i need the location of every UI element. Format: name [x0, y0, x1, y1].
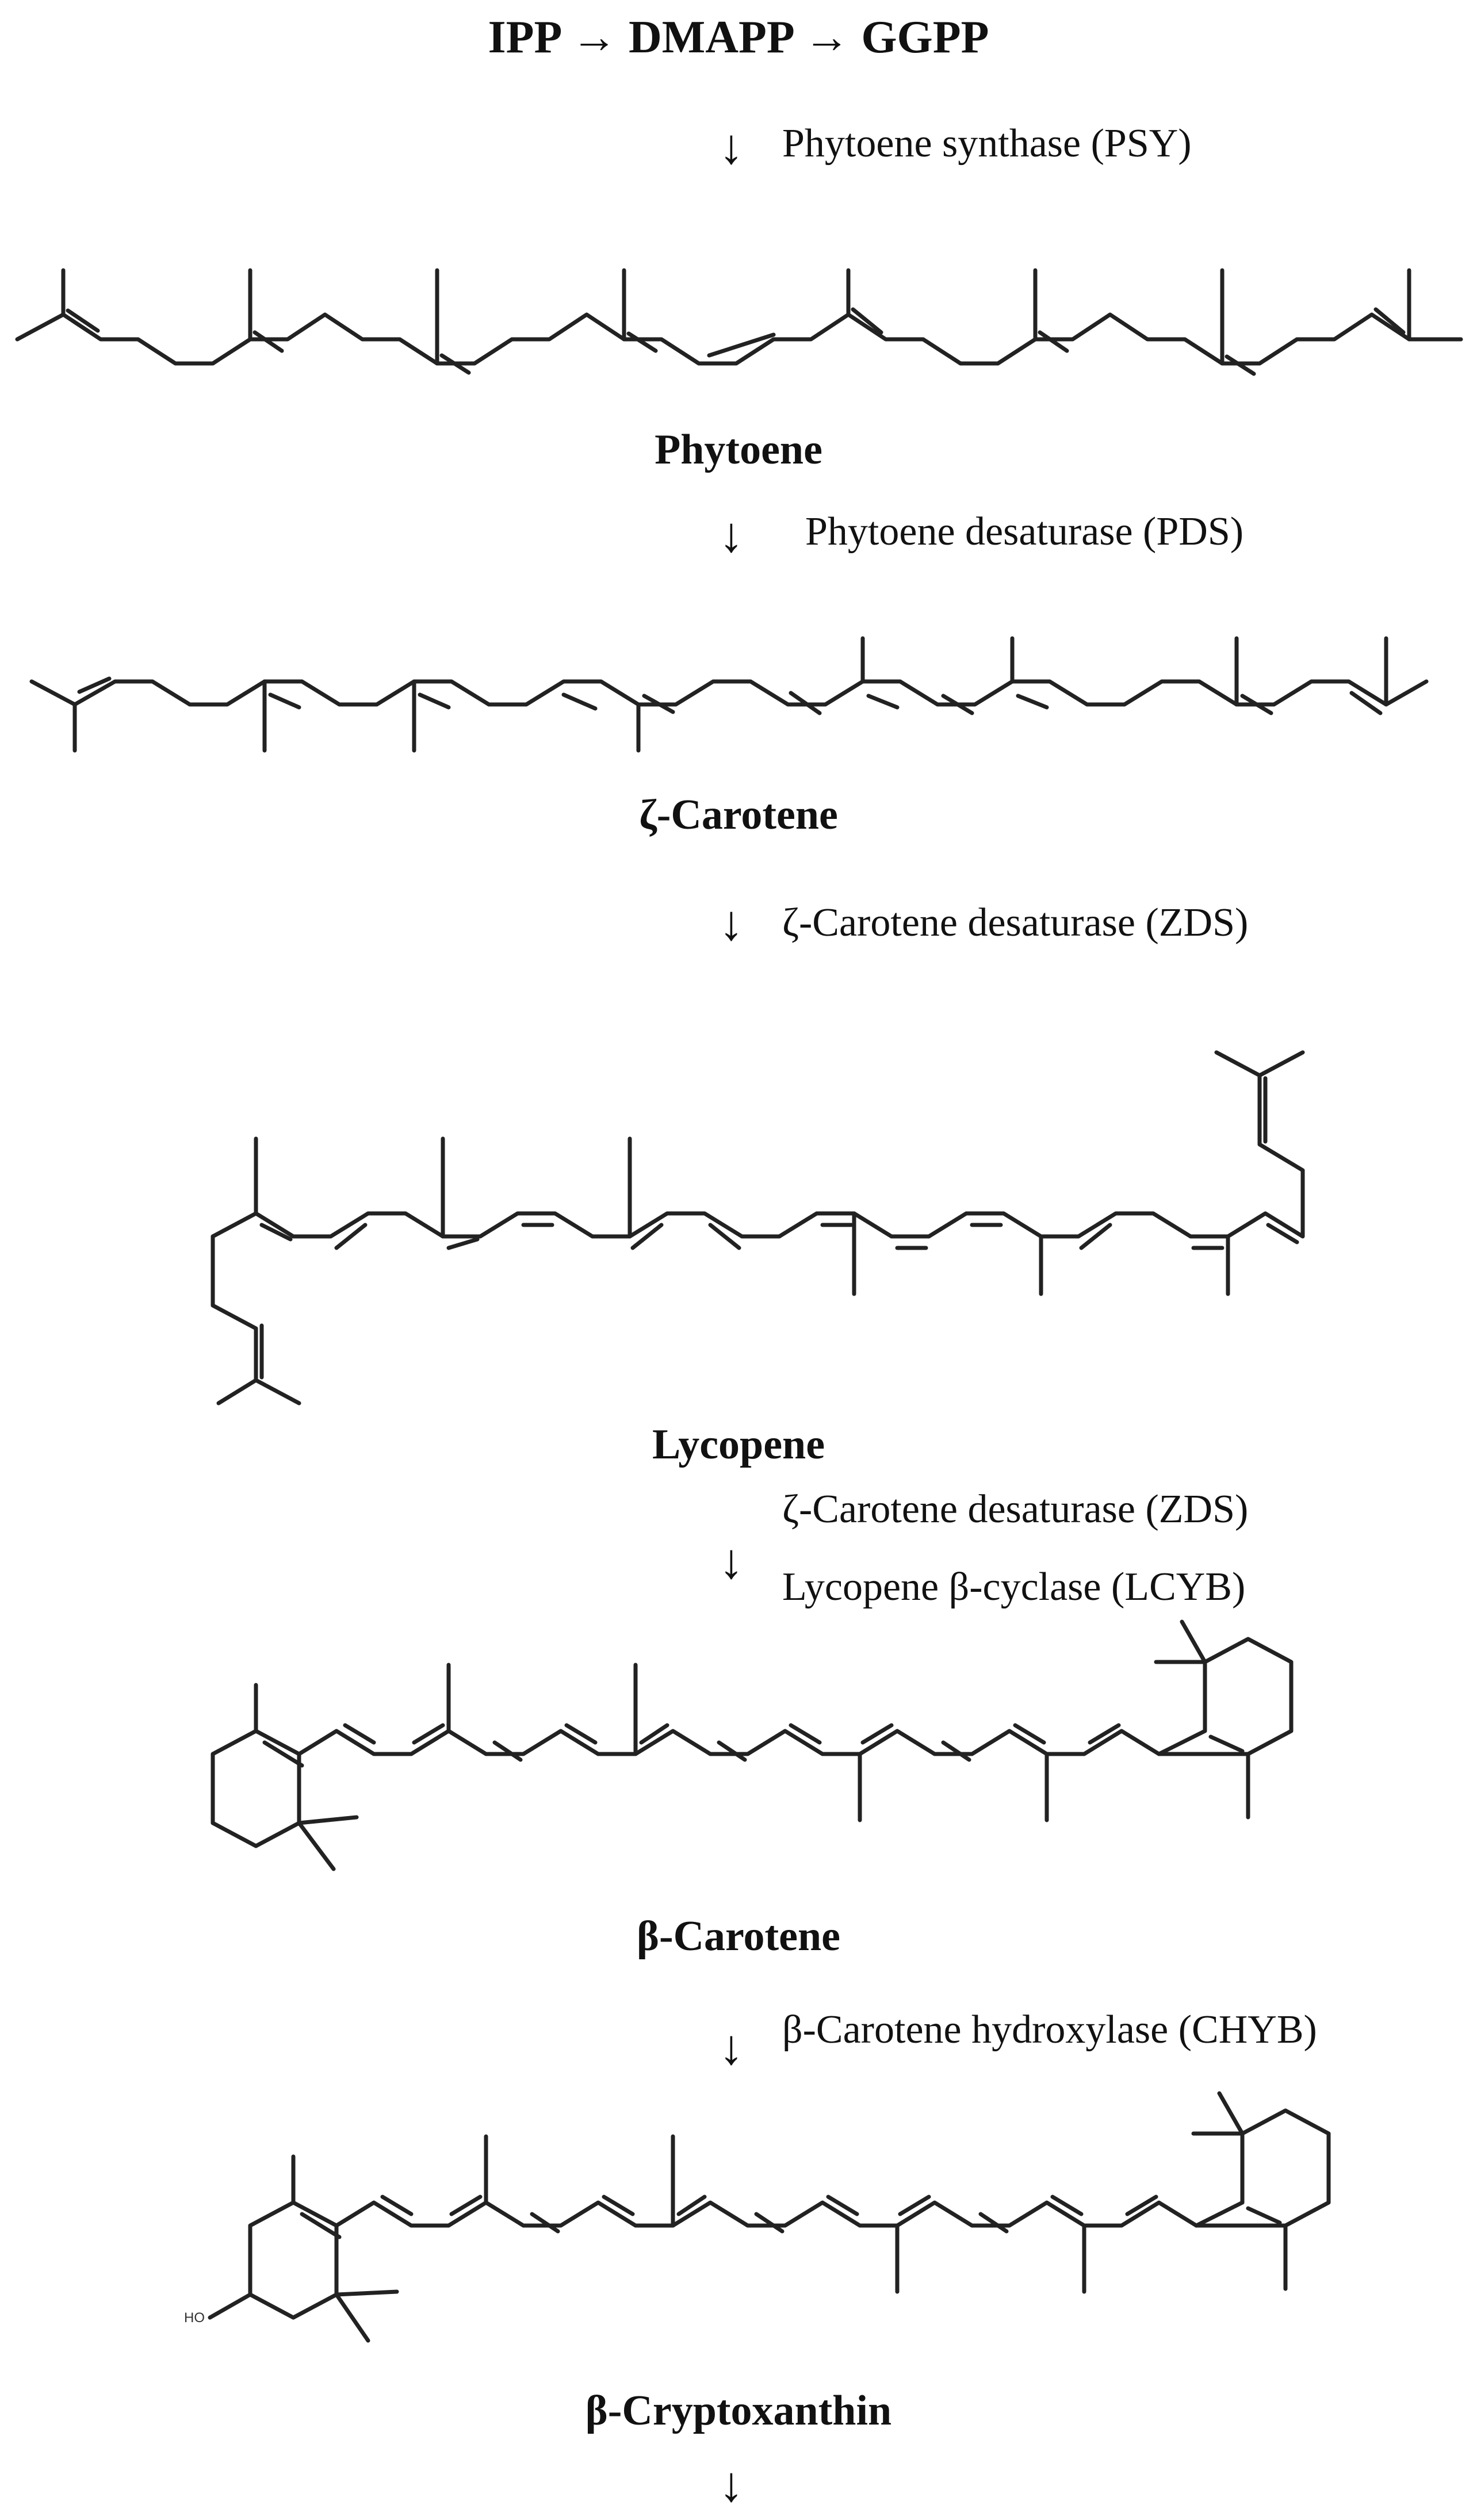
compound-name-phytoene: Phytoene [655, 426, 822, 473]
reaction-arrow: ↓ [719, 1534, 744, 1589]
reaction-arrow: ↓ [719, 507, 744, 562]
compound-name-lycopene: Lycopene [652, 1421, 825, 1468]
lycopene-structure [211, 1050, 1305, 1405]
beta-cryptoxanthin-structure: HO [184, 2091, 1331, 2343]
compound-name-beta-cryptoxanthin: β-Cryptoxanthin [585, 2387, 892, 2434]
reaction-arrow: ↓ [719, 119, 744, 174]
hydroxyl-label: HO [184, 2310, 205, 2326]
enzyme-label-lcyb: Lycopene β-cyclase (LCYB) [782, 1565, 1246, 1609]
reaction-arrow: ↓ [719, 895, 744, 951]
enzyme-label-chyb: β-Carotene hydroxylase (CHYB) [782, 2008, 1317, 2052]
phytoene-structure [15, 268, 1463, 376]
compound-name-beta-carotene: β-Carotene [636, 1913, 841, 1960]
enzyme-label-pds: Phytoene desaturase (PDS) [805, 510, 1244, 554]
reaction-arrow: ↓ [719, 2457, 744, 2512]
beta-carotene-structure [211, 1619, 1294, 1871]
reaction-arrow: ↓ [719, 2020, 744, 2075]
pathway-start-title: IPP → DMAPP → GGPP [488, 12, 989, 63]
compound-name-zeta-carotene: ζ-Carotene [639, 791, 838, 838]
enzyme-label-zds: ζ-Carotene desaturase (ZDS) [782, 901, 1249, 945]
enzyme-label-zds-2: ζ-Carotene desaturase (ZDS) [782, 1487, 1249, 1531]
enzyme-label-psy: Phytoene synthase (PSY) [782, 121, 1192, 166]
zeta-carotene-structure [29, 636, 1429, 753]
